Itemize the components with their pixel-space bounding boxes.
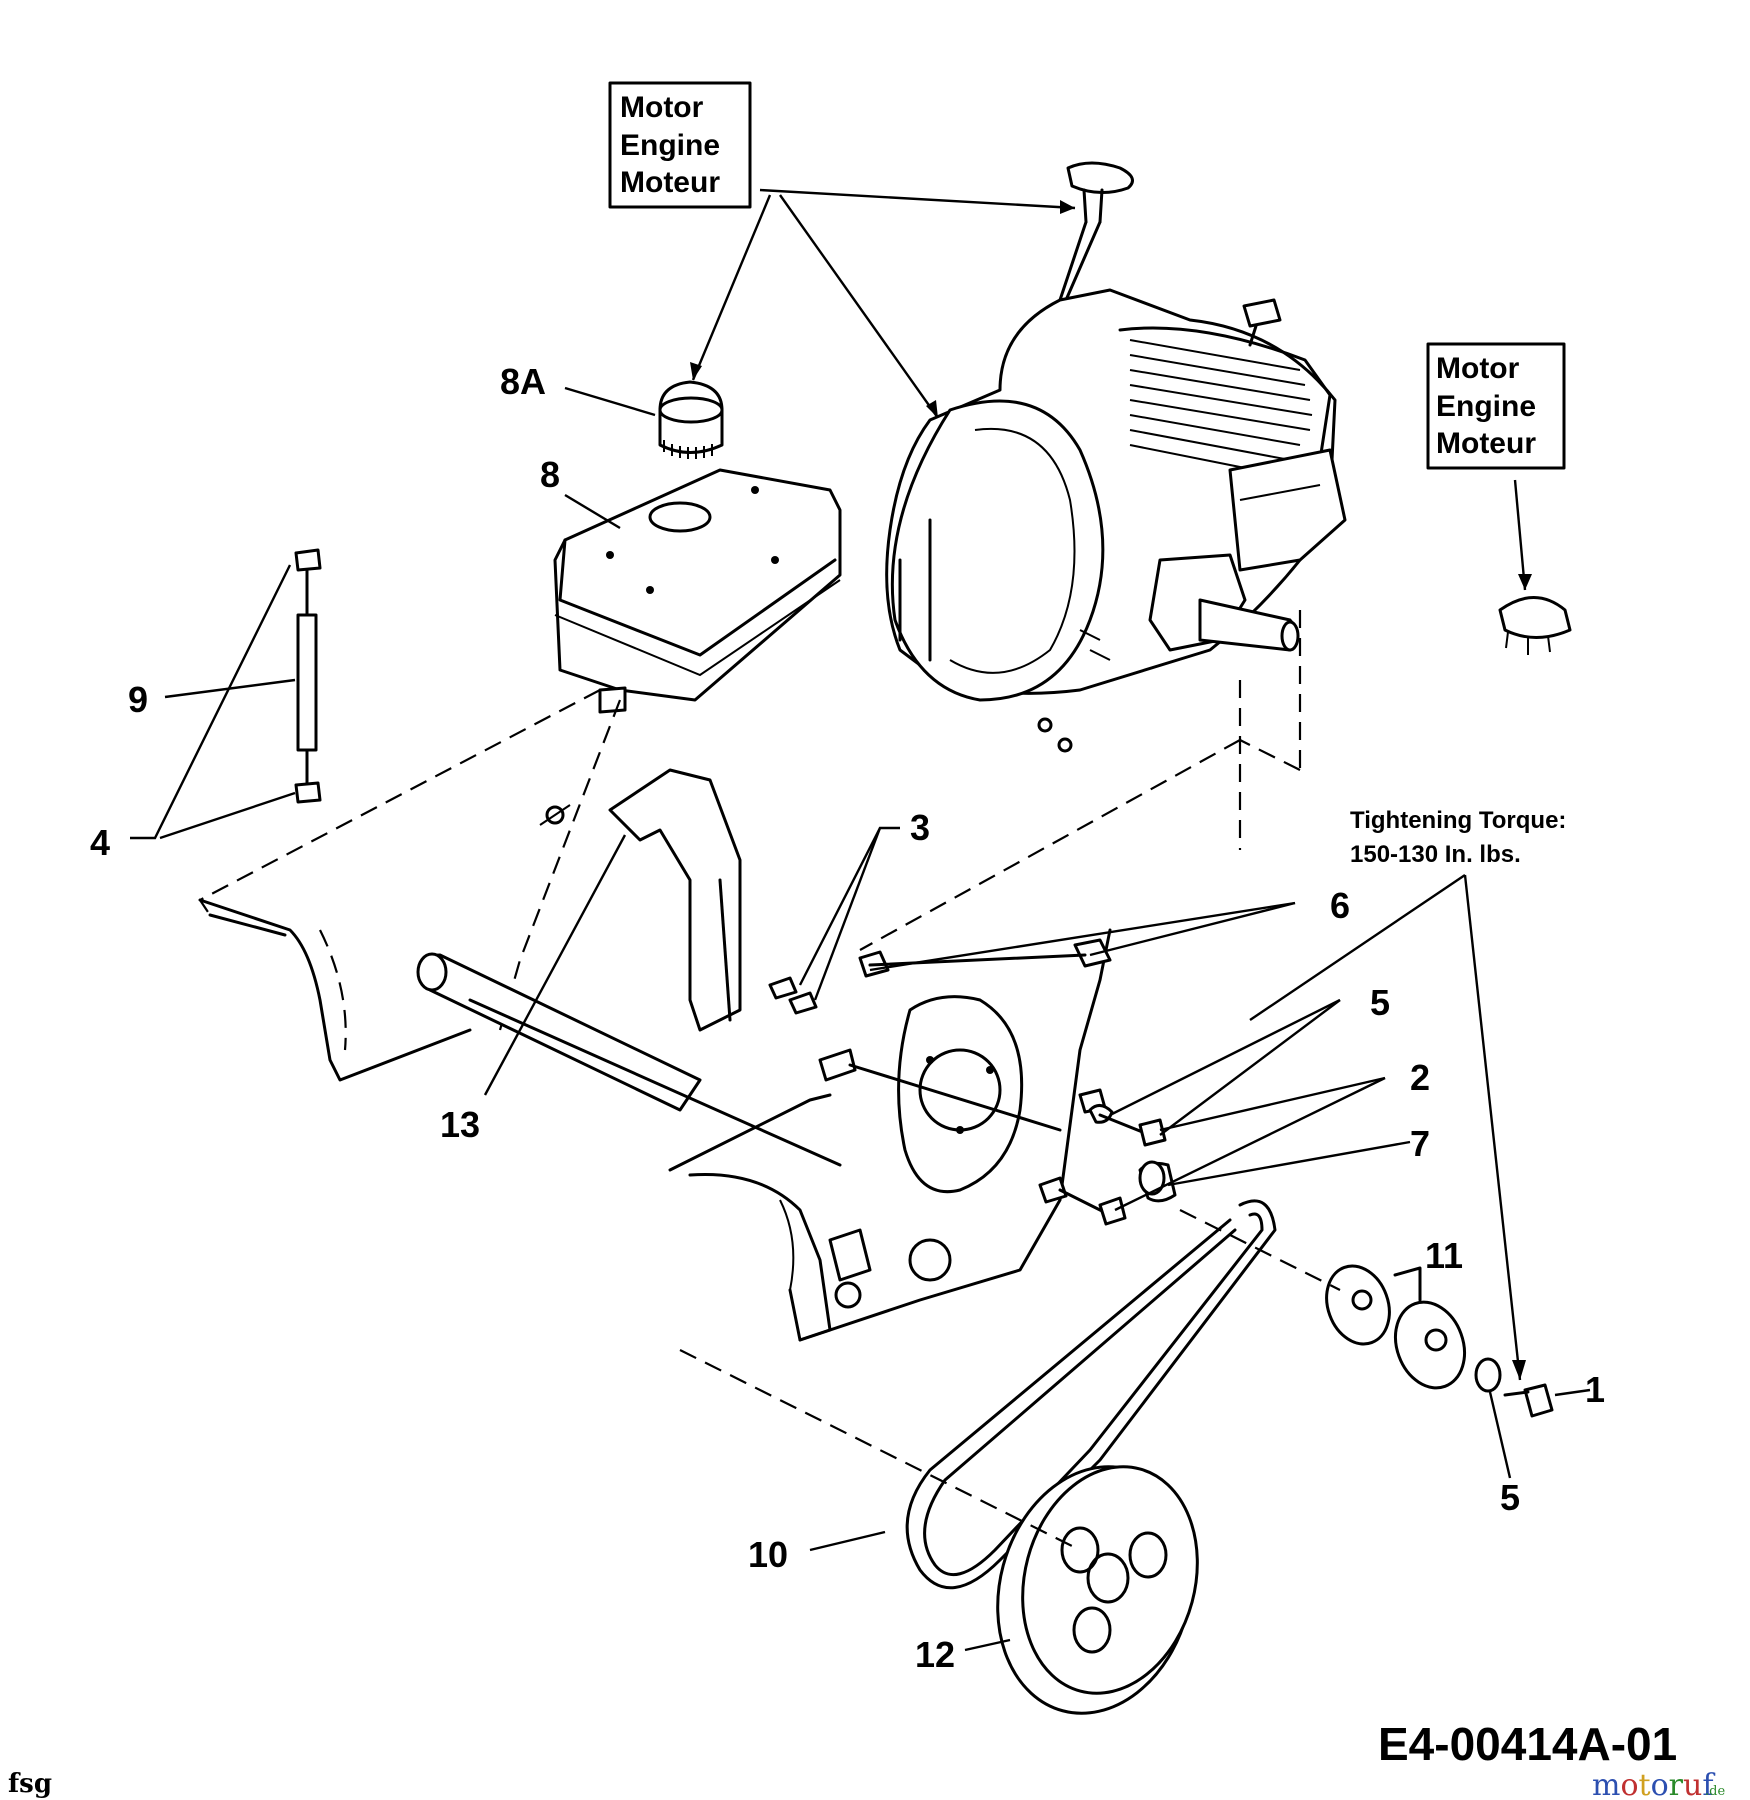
engine-box-right-line3: Moteur [1436,427,1536,460]
engine-box-left-line3: Moteur [620,166,720,199]
engine-box-leaders [690,188,1532,591]
watermark-letter: t [1639,1768,1651,1800]
frame-assembly [198,689,1112,1342]
footer-fsg: fsg [8,1769,52,1799]
engine-box-left-line2: Engine [620,129,720,162]
fuel-tank-8 [553,468,842,714]
watermark-logo: motoruf .de [1592,1768,1725,1800]
callout-labels: 1 2 3 4 5 5 6 7 8 8A 9 10 11 12 13 [90,361,1605,1675]
part-9-rod [294,548,322,804]
watermark-suffix: .de [1705,1784,1725,1799]
callout-13: 13 [440,1104,480,1145]
engine-mount-dashes [859,610,1302,951]
washer-and-bolt [1474,1357,1554,1418]
callout-8a: 8A [500,361,546,402]
watermark-letter: o [1651,1768,1669,1800]
torque-line1: Tightening Torque: [1350,807,1566,834]
pulley-halves-11 [1179,1209,1466,1390]
engine-assembly [885,161,1347,753]
callout-5b: 5 [1500,1477,1520,1518]
watermark-letter: r [1669,1768,1684,1800]
engine-small-component [1498,596,1572,655]
engine-box-right-line1: Motor [1436,352,1520,385]
callout-7: 7 [1410,1123,1430,1164]
callout-6: 6 [1330,885,1350,926]
callout-5a: 5 [1370,982,1390,1023]
pulley-12 [679,1349,1199,1715]
engine-label-box-right: Motor Engine Moteur [1426,342,1566,470]
v-belt-10 [905,1199,1277,1590]
callout-12: 12 [915,1634,955,1675]
callout-3: 3 [910,807,930,848]
watermark-letter: o [1620,1768,1638,1800]
watermark-letters: motoruf [1592,1768,1715,1800]
watermark-letter: u [1683,1768,1702,1800]
callout-2: 2 [1410,1057,1430,1098]
torque-note: Tightening Torque: 150-130 In. lbs. [1350,807,1566,868]
engine-box-left-line1: Motor [620,91,704,124]
watermark-letter: m [1592,1768,1620,1800]
callout-11: 11 [1425,1235,1463,1276]
callout-1: 1 [1585,1369,1605,1410]
watermark-letter: f [1702,1768,1715,1800]
callout-10: 10 [748,1534,788,1575]
callout-9: 9 [128,679,148,720]
callout-leaders [130,386,1591,1652]
engine-label-box-left: Motor Engine Moteur [608,81,752,209]
engine-box-right-line2: Engine [1436,390,1536,423]
callout-4: 4 [90,822,110,863]
fuel-cap-8a [658,380,724,459]
torque-line2: 150-130 In. lbs. [1350,841,1521,868]
diagram-code: E4-00414A-01 [1378,1718,1677,1770]
callout-8: 8 [540,454,560,495]
bolts-and-nuts [768,938,1177,1226]
